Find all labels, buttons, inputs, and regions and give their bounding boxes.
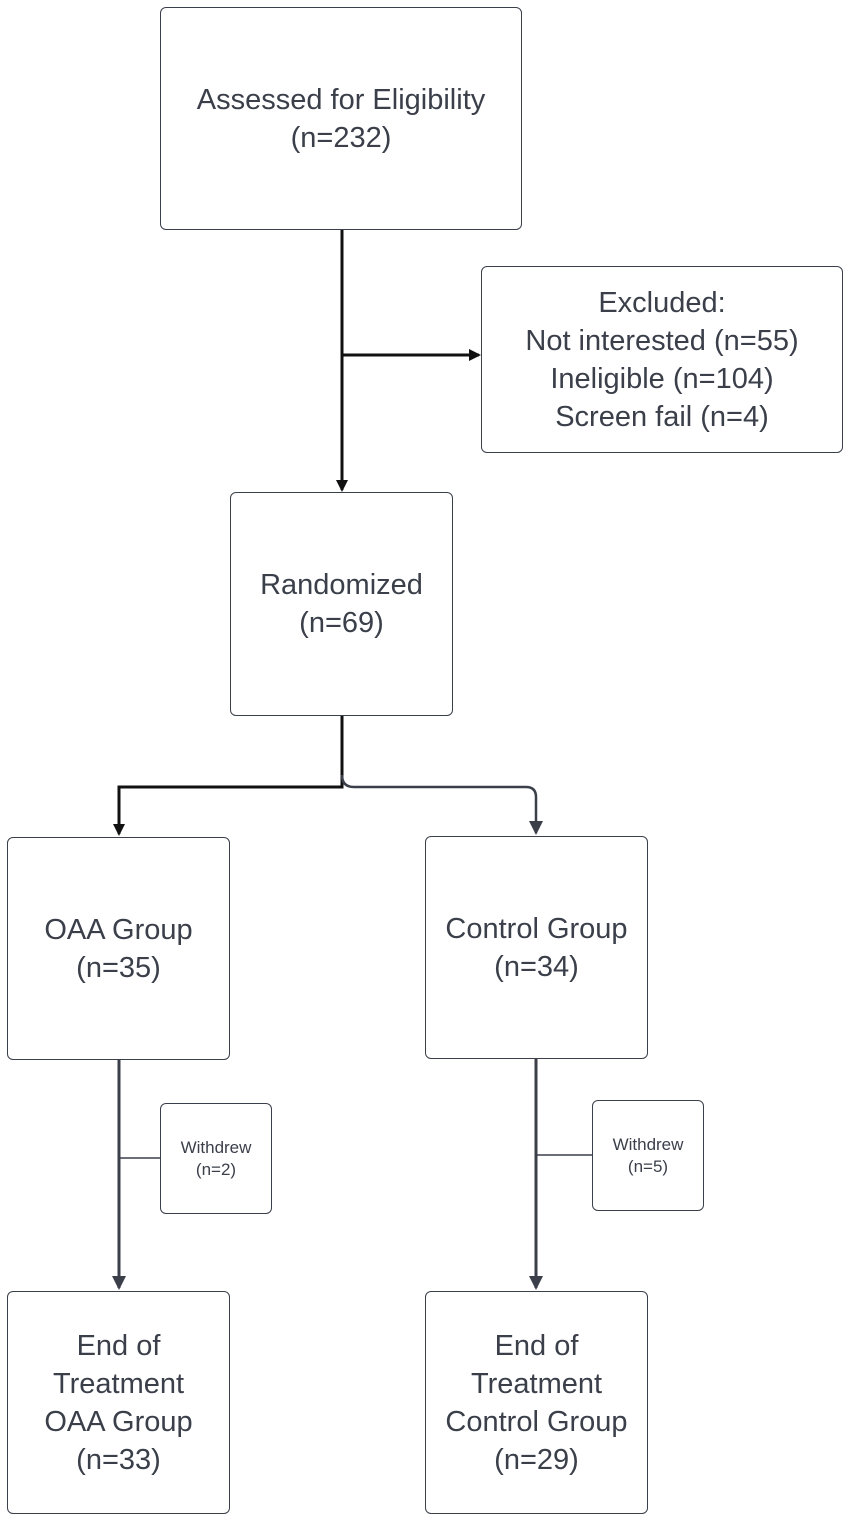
oaa-group-count: (n=35): [76, 951, 161, 984]
control-end-line-3: Control Group: [445, 1405, 628, 1438]
assessed-box: Assessed for Eligibility (n=232): [160, 7, 522, 230]
assessed-title: Assessed for Eligibility: [196, 83, 486, 116]
randomized-box: Randomized (n=69): [230, 492, 453, 716]
control-end-line-2: Treatment: [470, 1367, 603, 1400]
oaa-end-count: (n=33): [76, 1443, 161, 1476]
control-group-title: Control Group: [445, 912, 628, 945]
oaa-withdrew-count: (n=2): [195, 1159, 237, 1179]
connector-randomized-to-oaa: [113, 716, 344, 836]
oaa-end-line-1: End of: [76, 1329, 161, 1362]
assessed-count: (n=232): [290, 121, 392, 154]
oaa-end-box: End of Treatment OAA Group (n=33): [7, 1291, 230, 1514]
oaa-end-line-2: Treatment: [52, 1367, 185, 1400]
oaa-withdrew-box: Withdrew (n=2): [160, 1103, 272, 1214]
control-end-box: End of Treatment Control Group (n=29): [425, 1291, 648, 1514]
excluded-not-interested: Not interested (n=55): [525, 324, 799, 357]
oaa-group-title: OAA Group: [44, 913, 193, 946]
randomized-count: (n=69): [299, 607, 384, 639]
control-end-line-1: End of: [494, 1329, 579, 1362]
excluded-screen-fail: Screen fail (n=4): [555, 400, 769, 433]
oaa-group-box: OAA Group (n=35): [7, 837, 230, 1060]
randomized-title: Randomized: [260, 569, 423, 601]
control-withdrew-count: (n=5): [627, 1156, 669, 1176]
control-group-count: (n=34): [494, 950, 579, 983]
oaa-withdrew-title: Withdrew: [180, 1137, 252, 1157]
control-group-box: Control Group (n=34): [425, 836, 648, 1059]
excluded-ineligible: Ineligible (n=104): [550, 362, 774, 395]
connector-randomized-to-control: [340, 774, 543, 835]
oaa-end-line-3: OAA Group: [44, 1405, 193, 1438]
control-end-count: (n=29): [494, 1443, 579, 1476]
excluded-title: Excluded:: [598, 286, 726, 319]
control-withdrew-title: Withdrew: [612, 1134, 684, 1154]
control-withdrew-box: Withdrew (n=5): [592, 1100, 704, 1211]
excluded-box: Excluded: Not interested (n=55) Ineligib…: [481, 266, 843, 453]
